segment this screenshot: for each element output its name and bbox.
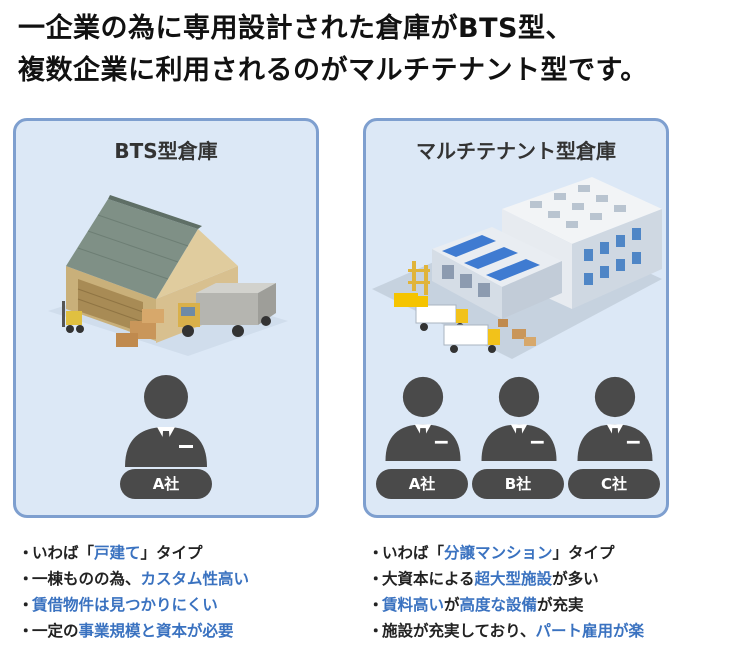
list-item: ・賃借物件は見つかりにくい (18, 596, 218, 614)
list-item: ・いわば「戸建て」タイプ (18, 544, 203, 562)
company-badge: A社 (376, 469, 468, 499)
bts-panel: BTS型倉庫 (13, 118, 319, 518)
list-item: ・大資本による超大型施設が多い (368, 570, 599, 588)
headline-line-2: 複数企業に利用されるのがマルチテナント型です。 (18, 55, 648, 86)
list-item: ・施設が充実しており、パート雇用が楽 (368, 622, 644, 640)
bts-warehouse-illustration (48, 195, 288, 356)
multi-tenant-warehouse-illustration (372, 177, 662, 359)
person-icon (481, 376, 557, 461)
list-item: ・一定の事業規模と資本が必要 (18, 622, 234, 640)
person-icon (385, 376, 461, 461)
list-item: ・賃料高いが高度な設備が充実 (368, 596, 584, 614)
multi-tenant-panel: マルチテナント型倉庫 (363, 118, 669, 518)
list-item: ・一棟ものの為、カスタム性高い (18, 570, 250, 588)
headline: 一企業の為に専用設計された倉庫がBTS型、 複数企業に利用されるのがマルチテナン… (18, 8, 738, 92)
multi-tenant-feature-list: ・いわば「分譲マンション」タイプ ・大資本による超大型施設が多い ・賃料高いが高… (368, 540, 644, 644)
company-badge: A社 (120, 469, 212, 499)
list-item: ・いわば「分譲マンション」タイプ (368, 544, 615, 562)
headline-line-1: 一企業の為に専用設計された倉庫がBTS型、 (18, 13, 573, 44)
company-badge: B社 (472, 469, 564, 499)
bts-panel-title: BTS型倉庫 (114, 139, 218, 163)
multi-tenant-panel-title: マルチテナント型倉庫 (416, 139, 616, 163)
person-icon (577, 376, 653, 461)
company-badge: C社 (568, 469, 660, 499)
bts-feature-list: ・いわば「戸建て」タイプ ・一棟ものの為、カスタム性高い ・賃借物件は見つかりに… (18, 540, 249, 644)
person-icon (125, 375, 207, 467)
